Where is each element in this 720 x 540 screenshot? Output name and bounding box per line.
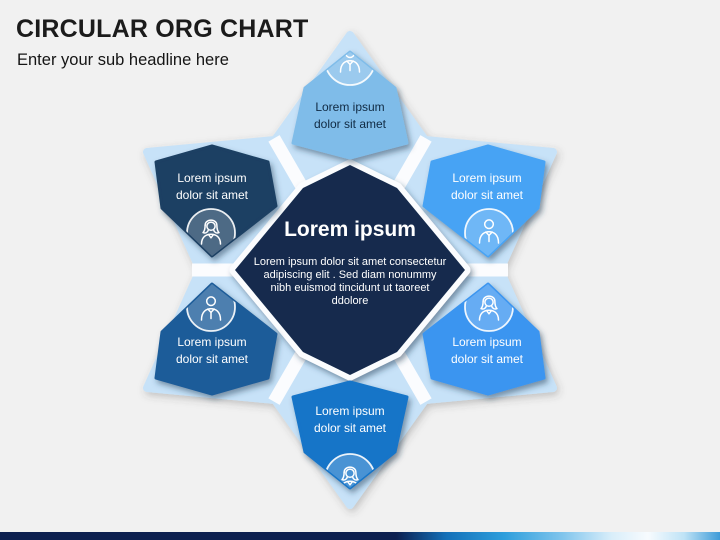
footer-accent-bar [0,532,720,540]
petal-top-label-line1: Lorem ipsum [315,100,384,114]
petal-bottom-right-shape [422,282,546,396]
petal-top: Lorem ipsum dolor sit amet [291,50,409,160]
center-star-shape [229,159,471,381]
center-body-line: nibh euismod tincidunt ut taoreet [271,282,430,294]
page-title: CIRCULAR ORG CHART [16,15,308,43]
petal-top-left: Lorem ipsum dolor sit amet [154,144,278,258]
page-subtitle: Enter your sub headline here [17,51,229,69]
petal-top-right: Lorem ipsum dolor sit amet [422,144,546,258]
petal-bottom-right-label-line2: dolor sit amet [451,352,524,366]
petal-top-right-label-line2: dolor sit amet [451,188,524,202]
petal-top-shape [291,50,409,160]
petal-bottom-left: Lorem ipsum dolor sit amet [154,282,278,396]
petal-bottom-right-label-line1: Lorem ipsum [452,335,521,349]
petal-bottom-label-line1: Lorem ipsum [315,404,384,418]
petal-bottom-left-shape [154,282,278,396]
petal-bottom-shape [291,380,409,490]
petal-bottom-left-label-line2: dolor sit amet [176,352,249,366]
center-title: Lorem ipsum [284,218,416,241]
center-body-line: ddolore [332,295,369,307]
center-star [229,159,471,381]
petal-top-left-label-line2: dolor sit amet [176,188,249,202]
petal-bottom-left-label-line1: Lorem ipsum [177,335,246,349]
petal-top-left-shape [154,144,278,258]
center-body-line: Lorem ipsum dolor sit amet consectetur [254,256,447,268]
center-body-line: adipiscing elit . Sed diam nonummy [263,269,437,281]
petal-top-right-shape [422,144,546,258]
petal-top-label-line2: dolor sit amet [314,117,387,131]
petal-bottom-right: Lorem ipsum dolor sit amet [422,282,546,396]
petal-top-left-label-line1: Lorem ipsum [177,171,246,185]
petal-top-right-label-line1: Lorem ipsum [452,171,521,185]
center-body: Lorem ipsum dolor sit amet consectetur a… [254,256,447,307]
petal-bottom-label-line2: dolor sit amet [314,421,387,435]
